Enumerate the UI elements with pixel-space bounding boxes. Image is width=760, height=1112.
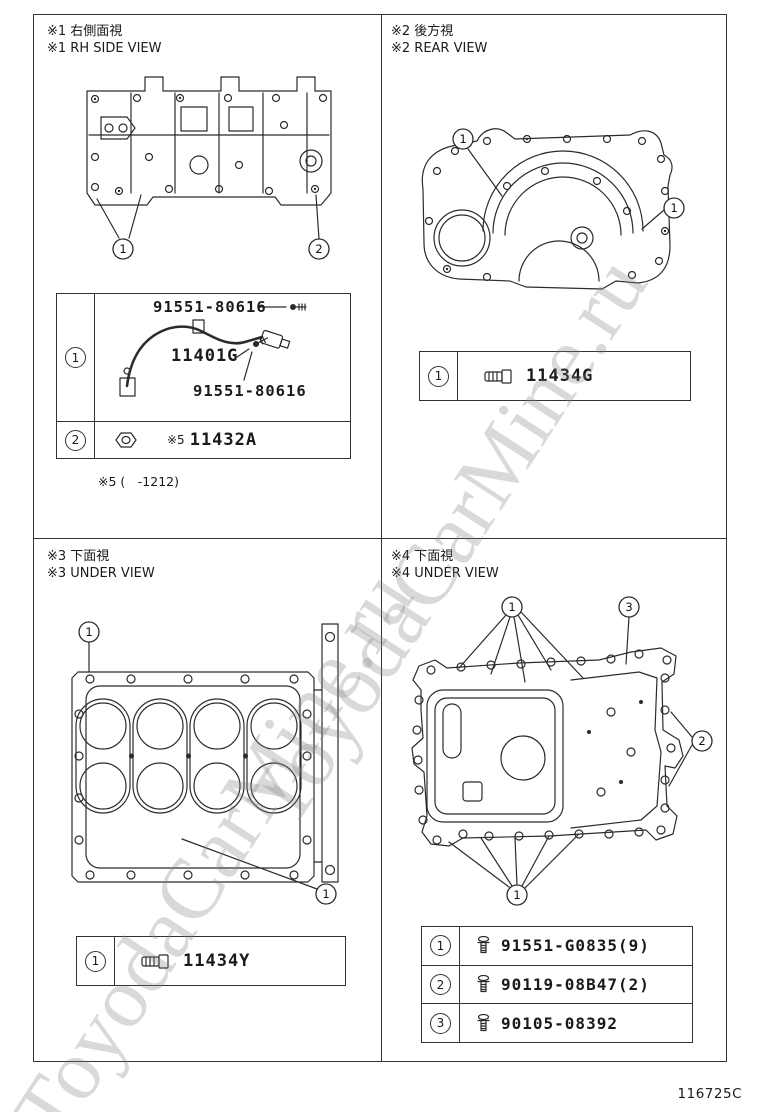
panel2-title: ※2 後方視 ※2 REAR VIEW — [391, 23, 487, 57]
panel1-title-en: ※1 RH SIDE VIEW — [47, 41, 162, 56]
callout-number: 1 — [508, 600, 515, 614]
row-content: 90119-08B47(2) — [460, 966, 692, 1004]
callout-number: 1 — [513, 888, 520, 902]
parts-table-1: 1 — [56, 293, 351, 459]
callout-number: 1 — [85, 625, 92, 639]
diagram-under-view-block: 1 1 — [71, 621, 339, 905]
callout-3-badge: 3 — [618, 596, 640, 618]
callout-number: 1 — [119, 242, 126, 256]
page-frame: ※1 右側面視 ※1 RH SIDE VIEW — [33, 14, 727, 1062]
callout-1-badge: 1 — [506, 884, 528, 906]
callout-2-badge: 2 — [691, 730, 713, 752]
panel4-title-jp: ※4 下面視 — [391, 549, 454, 564]
panel2-title-en: ※2 REAR VIEW — [391, 41, 488, 56]
plug-icon — [141, 953, 169, 969]
callout-number: 3 — [625, 600, 632, 614]
callout-number: 2 — [698, 734, 705, 748]
panel-rh-side-view: ※1 右側面視 ※1 RH SIDE VIEW — [34, 15, 381, 538]
callout-cell: 1 — [77, 937, 115, 985]
callout-cell: 1 — [422, 927, 460, 965]
part-number: 90105-08392 — [501, 1013, 618, 1033]
part-number: 11432A — [189, 430, 258, 450]
callout-cell: 3 — [422, 1004, 460, 1043]
part-number: 11434Y — [183, 951, 251, 971]
callout-badge: 1 — [428, 365, 449, 387]
callout-number: 2 — [315, 242, 322, 256]
row-content: 91551-G0835(9) — [460, 927, 692, 965]
footnote-ref: ※5 — [167, 433, 185, 447]
callout-badge: 1 — [430, 935, 451, 957]
panel3-title-en: ※3 UNDER VIEW — [47, 566, 155, 581]
plug-icon — [484, 368, 512, 384]
part-number: 91551-80616 — [193, 382, 307, 400]
panel2-title-jp: ※2 後方視 — [391, 24, 454, 39]
panel-under-view-oilpan: ※4 下面視 ※4 UNDER VIEW 1 3 — [383, 540, 725, 1060]
callout-badge: 2 — [65, 429, 86, 451]
callout-1-badge: 1 — [78, 621, 100, 643]
callout-2-badge: 2 — [308, 238, 330, 260]
doc-number: 116725C — [677, 1086, 742, 1102]
divider-horizontal — [34, 538, 726, 539]
callout-number: 1 — [670, 201, 677, 215]
bolt-icon — [477, 1013, 490, 1031]
panel-rear-view: ※2 後方視 ※2 REAR VIEW — [383, 15, 725, 538]
diagram-under-view-oilpan: 1 3 — [411, 596, 713, 906]
panel3-title: ※3 下面視 ※3 UNDER VIEW — [47, 548, 155, 582]
diagram-rear-view: 1 1 — [421, 128, 685, 290]
callout-1-badge: 1 — [112, 238, 134, 260]
callout-cell: 2 — [422, 965, 460, 1004]
row-content: ※5 11432A — [95, 422, 350, 458]
panel-under-view-block: ※3 下面視 ※3 UNDER VIEW 1 — [34, 540, 381, 1060]
sensor-part — [259, 329, 291, 349]
row-content: 91551-80616 11401G 91551-80616 — [95, 294, 350, 421]
row-content: 11434Y — [115, 937, 345, 985]
parts-row: 2 ※5 11432A — [57, 421, 350, 458]
parts-row: 2 90119-08B47(2) — [422, 964, 692, 1004]
panel4-title-en: ※4 UNDER VIEW — [391, 566, 499, 581]
callout-cell: 1 — [420, 352, 458, 400]
footnote: ※5 ( -1212) — [98, 474, 179, 489]
panel4-title: ※4 下面視 ※4 UNDER VIEW — [391, 548, 499, 582]
callout-badge: 3 — [430, 1012, 451, 1034]
screw-icon — [290, 303, 307, 311]
nut-icon — [115, 432, 137, 448]
callout-badge: 1 — [85, 950, 106, 972]
bolt-icon — [477, 936, 490, 954]
parts-table-4: 1 91551-G0835(9) 2 — [421, 926, 693, 1043]
callout-badge: 2 — [430, 974, 451, 995]
panel1-title: ※1 右側面視 ※1 RH SIDE VIEW — [47, 23, 161, 57]
parts-row: 1 11434G — [420, 352, 690, 400]
callout-1-badge: 1 — [315, 883, 337, 905]
part-number: 90119-08B47(2) — [501, 975, 650, 994]
callout-cell: 1 — [57, 294, 95, 421]
row-content: 11434G — [458, 352, 690, 400]
callout-1-badge: 1 — [452, 128, 474, 150]
row-content: 90105-08392 — [460, 1004, 692, 1042]
part-number: 91551-G0835(9) — [501, 936, 650, 956]
parts-table-3: 1 11434Y — [76, 936, 346, 986]
part-number: 11434G — [526, 366, 594, 386]
diagram-rh-side-view: 1 2 — [86, 76, 332, 260]
panel1-title-jp: ※1 右側面視 — [47, 24, 123, 39]
callout-number: 1 — [459, 132, 466, 146]
callout-1-badge: 1 — [501, 596, 523, 618]
pipe-assembly-art — [119, 303, 307, 397]
callout-cell: 2 — [57, 422, 95, 458]
part-number: 91551-80616 — [153, 298, 267, 316]
parts-row: 1 11434Y — [77, 937, 345, 985]
part-number: 11401G — [171, 346, 239, 366]
callout-1-badge: 1 — [663, 197, 685, 219]
parts-row: 3 90105-08392 — [422, 1003, 692, 1043]
callout-number: 1 — [322, 887, 329, 901]
bolt-icon — [477, 975, 490, 993]
parts-row: 1 91551-G0835(9) — [422, 927, 692, 965]
parts-row: 1 — [57, 294, 350, 421]
panel3-title-jp: ※3 下面視 — [47, 549, 110, 564]
callout-badge: 1 — [65, 347, 86, 368]
parts-table-2: 1 11434G — [419, 351, 691, 401]
